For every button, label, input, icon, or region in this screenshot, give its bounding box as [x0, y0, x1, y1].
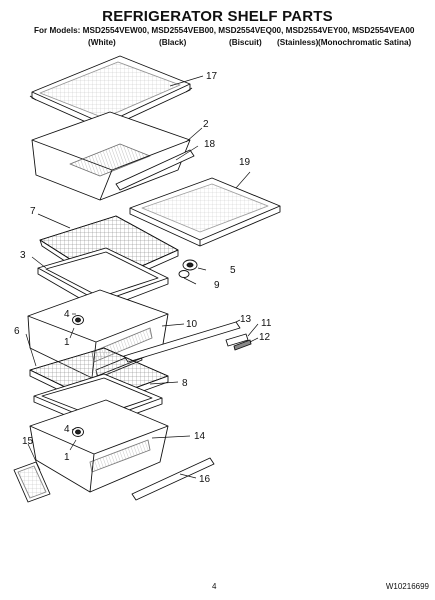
drawer-2 — [31, 111, 191, 201]
variant-black: (Black) — [159, 38, 187, 47]
callout-18: 18 — [204, 139, 216, 150]
models-line: For Models: MSD2554VEW00, MSD2554VEB00, … — [34, 26, 415, 35]
callout-5: 5 — [230, 265, 236, 276]
clip-9 — [178, 270, 190, 278]
callout-16: 16 — [199, 474, 211, 485]
diagram-title: REFRIGERATOR SHELF PARTS — [102, 8, 333, 25]
label-card-15 — [13, 461, 51, 503]
callout-9: 9 — [214, 280, 220, 291]
knob-4-lower — [72, 427, 84, 437]
callout-14: 14 — [194, 431, 206, 442]
cap-5 — [182, 259, 198, 271]
drawer-14 — [29, 399, 169, 493]
callout-4-upper: 4 — [64, 309, 70, 320]
callout-10: 10 — [186, 319, 198, 330]
document-id: W10216699 — [385, 582, 429, 591]
variant-biscuit: (Biscuit) — [229, 38, 262, 47]
callout-7: 7 — [30, 206, 36, 217]
callout-6: 6 — [14, 326, 20, 337]
callout-3: 3 — [20, 250, 26, 261]
shelf-17 — [29, 55, 193, 131]
screw-12 — [233, 339, 252, 351]
shelf-19 — [129, 177, 281, 247]
callout-12: 12 — [259, 332, 271, 343]
variant-monochromatic-satina: (Monochromatic Satina) — [318, 38, 412, 47]
rail-18 — [115, 149, 195, 191]
page-number: 4 — [212, 582, 217, 591]
callout-1-upper: 1 — [64, 337, 70, 348]
rail-16 — [131, 457, 215, 501]
knob-4-upper — [72, 315, 84, 325]
callout-19: 19 — [239, 157, 251, 168]
callout-11: 11 — [261, 318, 272, 329]
variant-stainless: (Stainless) — [277, 38, 319, 47]
variant-white: (White) — [88, 38, 116, 47]
callout-4-lower: 4 — [64, 424, 70, 435]
leader-lines — [25, 75, 259, 479]
callout-labels: 17 2 18 19 7 3 5 9 4 1 10 13 11 12 6 8 4… — [14, 71, 272, 485]
callout-15: 15 — [22, 436, 34, 447]
bracket-11 — [225, 333, 249, 347]
callout-2: 2 — [203, 119, 209, 130]
callout-13: 13 — [240, 314, 252, 325]
callout-17: 17 — [206, 71, 218, 82]
callout-8: 8 — [182, 378, 188, 389]
callout-1-lower: 1 — [64, 452, 70, 463]
